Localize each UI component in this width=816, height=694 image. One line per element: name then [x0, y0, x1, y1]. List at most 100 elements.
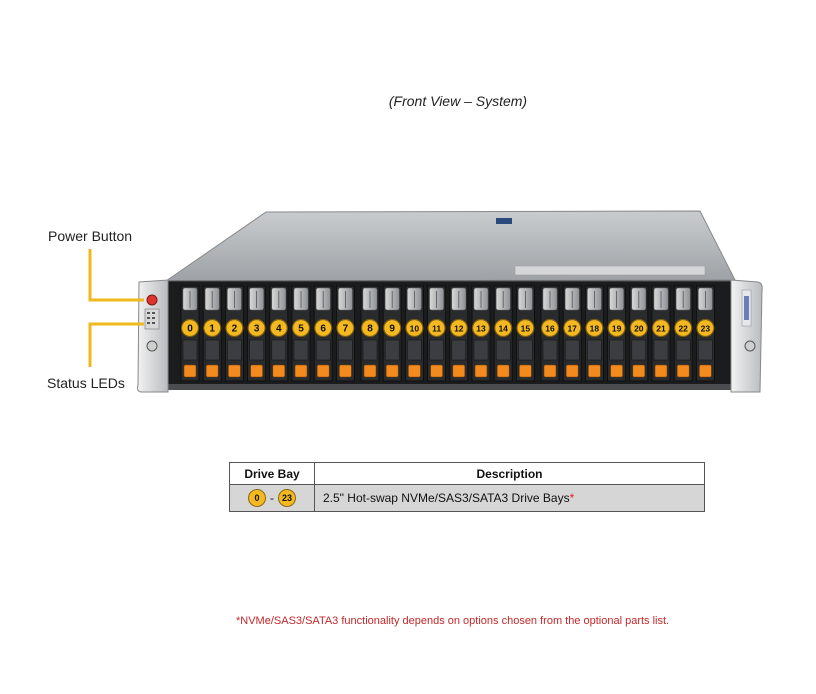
drive-bay[interactable]: 3 [247, 285, 267, 382]
header-description: Description [314, 462, 705, 485]
drive-bay[interactable]: 22 [673, 285, 693, 382]
bay-number-badge [674, 318, 693, 338]
drive-release-tab[interactable] [430, 364, 443, 378]
front-bottom-lip [168, 384, 731, 390]
drive-release-tab[interactable] [385, 364, 399, 378]
drive-release-tab[interactable] [654, 364, 668, 378]
bay-number-label: 20 [634, 324, 644, 334]
drive-release-tab[interactable] [228, 364, 241, 378]
drive-release-tab[interactable] [183, 364, 197, 378]
bay-number-label: 13 [476, 324, 486, 334]
status-leds-label: Status LEDs [47, 375, 125, 391]
power-button-callout-line [88, 249, 144, 302]
drive-bay[interactable]: 6 [313, 285, 333, 382]
drive-release-tab[interactable] [316, 364, 330, 378]
drive-release-tab[interactable] [519, 364, 532, 378]
bay-number-badge [471, 318, 491, 338]
status-leds-callout-line [88, 322, 144, 367]
bay-number-badge [383, 318, 402, 338]
drive-bay[interactable]: 9 [382, 285, 402, 382]
drive-bay[interactable]: 17 [562, 285, 582, 382]
right-rack-ear [730, 279, 763, 393]
bay-number-label: 12 [454, 324, 464, 334]
table-row: 0-23 2.5" Hot-swap NVMe/SAS3/SATA3 Drive… [229, 484, 705, 512]
bay-number-label: 7 [343, 324, 349, 335]
drive-bay[interactable]: 8 [360, 285, 380, 382]
description-cell: 2.5" Hot-swap NVMe/SAS3/SATA3 Drive Bays… [314, 484, 705, 512]
bay-number-badge [629, 318, 648, 338]
bay-number-label: 10 [410, 324, 420, 334]
power-button-icon[interactable] [146, 294, 158, 306]
bay-number-label: 23 [701, 324, 711, 334]
bay-number-label: 22 [678, 324, 688, 334]
drive-bay-range-cell: 0-23 [229, 484, 315, 512]
bay-number-label: 9 [389, 324, 395, 335]
drive-release-tab[interactable] [339, 364, 352, 378]
view-caption: (Front View – System) [388, 93, 528, 109]
drive-bay[interactable]: 2 [224, 285, 244, 382]
drive-release-tab[interactable] [250, 364, 263, 378]
bay-number-badge [540, 318, 560, 338]
bay-number-label: 5 [298, 324, 304, 335]
drive-release-tab[interactable] [452, 364, 466, 378]
bay-number-label: 3 [254, 324, 260, 335]
drive-bay[interactable]: 19 [607, 285, 626, 382]
bay-number-label: 2 [232, 324, 238, 335]
drive-release-tab[interactable] [408, 364, 421, 378]
bay-number-badge [651, 318, 671, 338]
bay-end-badge: 23 [278, 489, 296, 507]
bay-number-badge [494, 318, 513, 338]
bay-number-label: 8 [367, 324, 373, 335]
bay-start-badge: 0 [248, 489, 266, 507]
bay-number-badge [269, 318, 288, 338]
bay-number-badge [427, 318, 446, 338]
left-rack-ear [137, 279, 169, 393]
drive-release-tab[interactable] [474, 364, 488, 378]
header-drive-bay: Drive Bay [229, 462, 315, 485]
drive-release-tab[interactable] [632, 364, 646, 378]
bay-number-label: 6 [320, 324, 326, 335]
drive-release-tab[interactable] [205, 364, 219, 378]
bay-number-label: 0 [187, 324, 193, 335]
drive-release-tab[interactable] [565, 364, 579, 378]
drive-release-tab[interactable] [272, 364, 286, 378]
drive-bay[interactable]: 13 [471, 285, 491, 382]
bay-number-label: 19 [612, 324, 622, 334]
bay-number-badge [585, 318, 604, 338]
drive-bay[interactable]: 1 [202, 285, 222, 382]
drive-release-tab[interactable] [543, 364, 557, 378]
drive-bay[interactable]: 15 [516, 285, 535, 382]
drive-bay[interactable]: 14 [493, 285, 513, 382]
drive-bay[interactable]: 23 [696, 285, 715, 382]
drive-bay[interactable]: 10 [404, 285, 424, 382]
drive-bay[interactable]: 20 [629, 285, 649, 382]
drive-release-tab[interactable] [363, 364, 377, 378]
drive-bay[interactable]: 12 [449, 285, 469, 382]
drive-release-tab[interactable] [496, 364, 510, 378]
drive-bay[interactable]: 18 [585, 285, 604, 382]
bay-number-badge [336, 318, 355, 338]
drive-release-tab[interactable] [699, 364, 712, 378]
bay-number-label: 17 [567, 324, 577, 334]
drive-bay[interactable]: 16 [540, 285, 560, 382]
drive-bay[interactable]: 11 [427, 285, 447, 382]
drive-release-tab[interactable] [610, 364, 623, 378]
bay-number-label: 11 [432, 324, 441, 334]
drive-bay[interactable]: 5 [291, 285, 311, 382]
bay-number-badge [360, 318, 380, 338]
drive-bay[interactable]: 7 [335, 285, 355, 382]
bay-number-label: 14 [498, 324, 508, 334]
drive-release-tab[interactable] [588, 364, 601, 378]
drive-bay-table: Drive Bay Description 0-23 2.5" Hot-swap… [229, 462, 705, 512]
bay-number-badge [696, 318, 715, 338]
drive-release-tab[interactable] [676, 364, 690, 378]
bay-number-badge [291, 318, 311, 338]
drive-bay[interactable]: 0 [180, 285, 200, 382]
bay-number-label: 16 [545, 324, 555, 334]
bay-number-badge [247, 318, 266, 338]
drive-bay[interactable]: 21 [651, 285, 671, 382]
drive-bay[interactable]: 4 [269, 285, 289, 382]
bay-number-badge [607, 318, 626, 338]
bay-number-badge [563, 318, 582, 338]
drive-release-tab[interactable] [294, 364, 308, 378]
